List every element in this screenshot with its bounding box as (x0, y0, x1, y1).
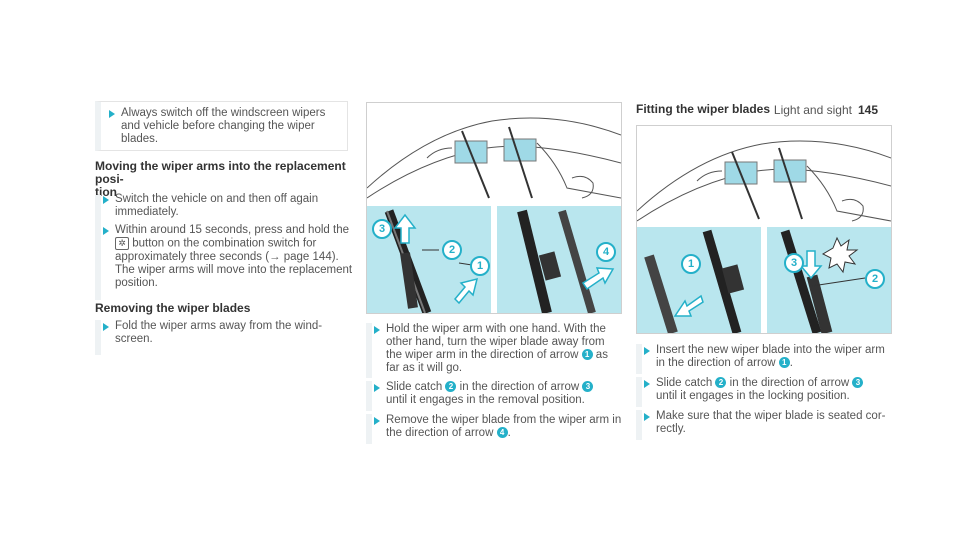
step-insert-blade: Insert the new wiper blade into the wipe… (656, 344, 885, 369)
bullet-icon (374, 326, 380, 334)
callout-4: 4 (596, 242, 616, 262)
callout-1: 1 (681, 254, 701, 274)
callout-2: 2 (442, 240, 462, 260)
step-switch-vehicle: Switch the vehicle on and then off again… (115, 193, 319, 218)
warning-note: Always switch off the windscreen wipers … (95, 101, 348, 151)
bullet-icon (644, 413, 650, 421)
callout-3: 3 (372, 219, 392, 239)
step-bar (95, 225, 101, 300)
step-fold-arms: Fold the wiper arms away from the wind‑ … (115, 320, 323, 345)
note-text: Always switch off the windscreen wipers … (121, 107, 326, 145)
callout-1-inline: 1 (581, 349, 593, 361)
figure-removing-wiper: 3 2 1 4 (366, 102, 622, 314)
callout-2: 2 (865, 269, 885, 289)
callout-1-inline: 1 (778, 357, 790, 369)
step-slide-catch: Slide catch 2 in the direction of arrow … (366, 381, 646, 407)
callout-4-inline: 4 (496, 427, 508, 439)
section-heading-fitting: Fitting the wiper blades (636, 102, 771, 116)
callout-3-inline: 3 (852, 377, 864, 389)
bullet-icon (109, 110, 115, 118)
callout-2-inline: 2 (445, 381, 457, 393)
bullet-icon (374, 417, 380, 425)
bullet-icon (644, 380, 650, 388)
page-header: Light and sight 145 (774, 103, 878, 117)
page-number: 145 (857, 103, 878, 117)
step-bar (636, 410, 642, 440)
bullet-icon (103, 196, 109, 204)
callout-2-inline: 2 (715, 377, 727, 389)
bullet-icon (103, 227, 109, 235)
step-remove-blade: Remove the wiper blade from the wiper ar… (386, 414, 622, 439)
step-bar (95, 320, 101, 355)
bullet-icon (103, 323, 109, 331)
bullet-icon (374, 384, 380, 392)
step-bar (95, 195, 101, 230)
step-slide-catch-lock: Slide catch 2 in the direction of arrow … (636, 377, 916, 403)
section-title: Light and sight (773, 103, 852, 117)
figure-fitting-wiper: 1 3 2 (636, 125, 892, 334)
section-heading-removing: Removing the wiper blades (95, 301, 251, 315)
step-bar (366, 381, 372, 411)
step-bar (366, 414, 372, 444)
step-bar (366, 323, 372, 378)
step-check-seated: Make sure that the wiper blade is seated… (656, 410, 886, 435)
step-bar (636, 344, 642, 374)
callout-3: 3 (784, 253, 804, 273)
wiper-service-icon: ✲ (115, 237, 129, 250)
step-bar (636, 377, 642, 407)
step-press-button: Within around 15 seconds, press and hold… (115, 224, 353, 289)
callout-3-inline: 3 (582, 381, 594, 393)
callout-1: 1 (470, 256, 490, 276)
step-hold-arm: Hold the wiper arm with one hand. With t… (386, 323, 608, 374)
bullet-icon (644, 347, 650, 355)
